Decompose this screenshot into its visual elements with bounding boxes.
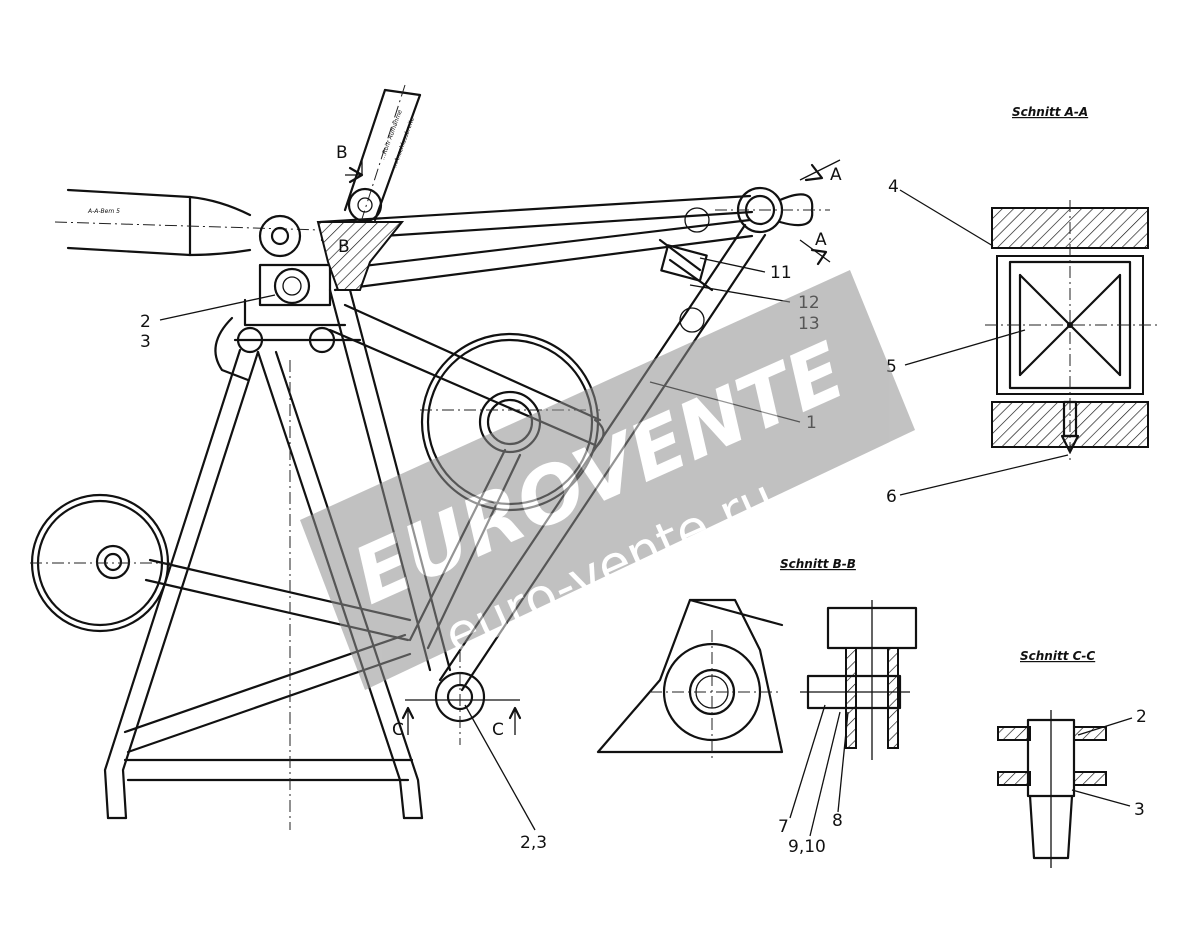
label-2-3: 2,3 — [520, 833, 547, 853]
inclined-arm: ...Rohr Aufnahme ...Anschlussbreite — [343, 84, 422, 226]
cut-b-right: B — [338, 237, 350, 257]
cut-a-top: A — [830, 165, 842, 185]
section-bb-title: Schnitt B-B — [780, 557, 856, 571]
label-cc-2: 2 — [1136, 707, 1147, 727]
top-right-joint — [715, 186, 830, 234]
cut-c-right: C — [492, 720, 504, 740]
label-6: 6 — [886, 487, 897, 507]
label-8: 8 — [832, 811, 843, 831]
label-5: 5 — [886, 357, 897, 377]
bracket-b — [316, 221, 405, 291]
lower-pivot-2-3 — [405, 650, 520, 745]
boom-note: A-A-Bem 5 — [87, 208, 120, 215]
top-beams — [318, 194, 754, 292]
watermark-band — [300, 270, 915, 690]
clamp-11-12-13 — [658, 238, 714, 292]
label-9-10: 9,10 — [788, 837, 826, 857]
cut-markers: B B A A C C — [336, 143, 842, 740]
label-4: 4 — [888, 177, 899, 197]
cut-a-bottom: A — [815, 230, 827, 250]
section-a-a: Schnitt A-A 4 5 6 — [886, 105, 1160, 507]
label-11: 11 — [770, 263, 792, 283]
section-cc-title: Schnitt C-C — [1020, 649, 1095, 663]
upper-pivot-2-3 — [258, 263, 332, 307]
label-cc-3: 3 — [1134, 800, 1145, 820]
label-3: 3 — [140, 332, 151, 352]
cut-c-left: C — [392, 720, 404, 740]
watermark: EUROVENTE euro-vente.ru — [300, 270, 915, 690]
cut-b-left: B — [336, 143, 348, 163]
section-aa-title: Schnitt A-A — [1012, 105, 1088, 119]
main-frame-view: A-A-Bem 5 ...Rohr Aufnahme ...Anschlussb… — [30, 84, 830, 830]
section-b-b: Schnitt B-B 7 9,10 8 — [596, 557, 918, 857]
left-boom: A-A-Bem 5 — [54, 188, 321, 258]
label-7: 7 — [778, 817, 789, 837]
left-a-frame — [103, 298, 424, 820]
label-2: 2 — [140, 312, 151, 332]
section-c-c: Schnitt C-C 2 3 — [997, 649, 1147, 868]
